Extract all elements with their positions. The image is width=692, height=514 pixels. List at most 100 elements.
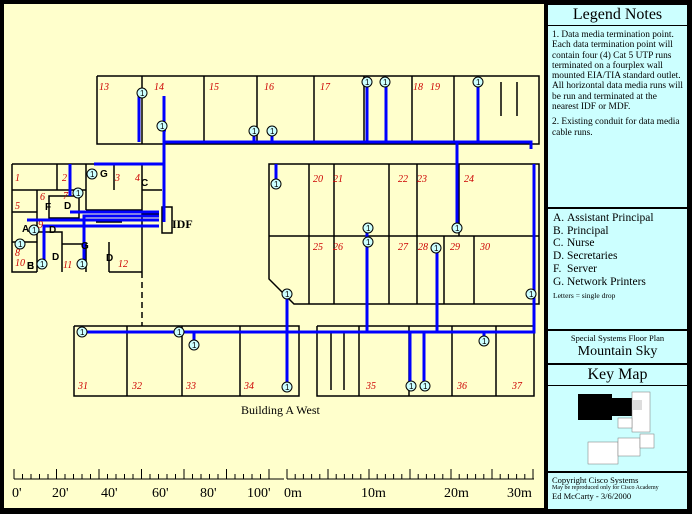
legend-letters-note: Letters = single drop	[553, 291, 616, 301]
drop-marker: 1	[248, 125, 260, 137]
scale-label-feet: 20'	[52, 486, 69, 501]
svg-text:1: 1	[366, 224, 371, 233]
room-number: 6	[40, 192, 45, 203]
svg-text:1: 1	[529, 290, 534, 299]
svg-text:1: 1	[270, 127, 275, 136]
scale-label-meters: 0m	[284, 486, 302, 501]
legend-letter-label: Network Printers	[567, 275, 646, 288]
drop-marker: 1	[136, 87, 148, 99]
room-letter: D	[64, 201, 71, 212]
room-letter: D	[106, 253, 113, 264]
scale-label-feet: 40'	[101, 486, 118, 501]
drop-marker: 1	[188, 339, 200, 351]
plan-title-panel: Special Systems Floor Plan Mountain Sky	[547, 330, 688, 364]
room-number: 20	[313, 174, 323, 185]
drop-marker: 1	[379, 76, 391, 88]
legend-letter-label: Principal	[567, 224, 609, 237]
room-number: 14	[154, 82, 164, 93]
drop-marker: 1	[472, 76, 484, 88]
building-label: Building A West	[241, 403, 320, 417]
drop-marker: 1	[14, 238, 26, 250]
drop-marker: 1	[478, 335, 490, 347]
scale-label-feet: 60'	[152, 486, 169, 501]
room-number: 4	[135, 173, 140, 184]
room-number: 26	[333, 242, 343, 253]
drop-marker: 1	[173, 326, 185, 338]
legend-notes-panel: Legend Notes 1. Data media termination p…	[547, 4, 688, 208]
cable-run	[164, 140, 533, 149]
drop-marker: 1	[266, 125, 278, 137]
svg-text:1: 1	[80, 328, 85, 337]
scale-label-feet: 0'	[12, 486, 22, 501]
room-number: 17	[320, 82, 331, 93]
svg-text:1: 1	[423, 382, 428, 391]
legend-letter-key: G.	[553, 275, 565, 288]
drop-marker: 1	[362, 236, 374, 248]
drop-marker: 1	[156, 120, 168, 132]
legend-letter-key: A.	[553, 212, 565, 224]
drop-marker: 1	[405, 380, 417, 392]
legend-letter-label: Secretaries	[567, 250, 618, 263]
legend-letter-label: Assistant Principal	[567, 212, 654, 224]
copyright-panel: Copyright Cisco Systems May be reproduce…	[547, 472, 688, 510]
legend-letter-key: B.	[553, 224, 564, 237]
room-letter: E	[27, 261, 34, 272]
cable-run	[42, 224, 159, 266]
plan-title-line1: Special Systems Floor Plan	[570, 333, 665, 343]
room-letter: F	[45, 202, 51, 213]
title-block: Legend Notes 1. Data media termination p…	[547, 4, 688, 510]
drop-marker: 1	[28, 224, 40, 236]
svg-text:1: 1	[40, 260, 45, 269]
drop-marker: 1	[281, 381, 293, 393]
room-number: 33	[185, 381, 196, 392]
drop-marker: 1	[36, 258, 48, 270]
room-number: 22	[398, 174, 408, 185]
svg-text:1: 1	[274, 180, 279, 189]
room-number: 7	[63, 191, 69, 202]
key-map-title: Key Map	[548, 365, 687, 386]
room-number: 16	[264, 82, 274, 93]
room-number: 13	[99, 82, 109, 93]
room-number: 28	[418, 242, 428, 253]
cable-run	[82, 214, 159, 266]
drop-marker: 1	[451, 222, 463, 234]
key-map-drawing	[578, 391, 655, 465]
room-number: 31	[77, 381, 88, 392]
room-number: 12	[118, 259, 128, 270]
drop-marker: 1	[76, 326, 88, 338]
room-number: 23	[417, 174, 427, 185]
room-number: 34	[243, 381, 254, 392]
legend-letter-item: C.Nurse	[553, 237, 683, 250]
cable-run	[82, 164, 536, 334]
svg-text:1: 1	[80, 260, 85, 269]
room-number: 2	[62, 173, 67, 184]
room-number: 11	[63, 260, 72, 271]
room-number: 24	[464, 174, 474, 185]
plan-title-line2: Mountain Sky	[577, 344, 658, 359]
svg-text:1: 1	[285, 383, 290, 392]
legend-letter-item: B.Principal	[553, 225, 683, 238]
walls	[11, 75, 540, 397]
room-number: 19	[430, 82, 440, 93]
legend-letter-label: Server	[567, 262, 598, 275]
legend-note-1: 1. Data media termination point. Each da…	[552, 30, 683, 113]
svg-text:1: 1	[252, 127, 257, 136]
legend-letter-key: C.	[553, 237, 564, 250]
svg-text:1: 1	[365, 78, 370, 87]
copyright-line3: Ed McCarty - 3/6/2000	[552, 491, 632, 501]
room-letter: B	[27, 261, 34, 272]
svg-text:1: 1	[383, 78, 388, 87]
drop-marker: 1	[419, 380, 431, 392]
svg-text:1: 1	[434, 244, 439, 253]
room-letter: G	[100, 169, 108, 180]
idf-label: IDF	[172, 217, 193, 231]
room-number: 32	[131, 381, 142, 392]
svg-text:1: 1	[32, 226, 37, 235]
scale-label-feet: 100'	[247, 486, 271, 501]
legend-letter-item: F.Server	[553, 263, 683, 276]
